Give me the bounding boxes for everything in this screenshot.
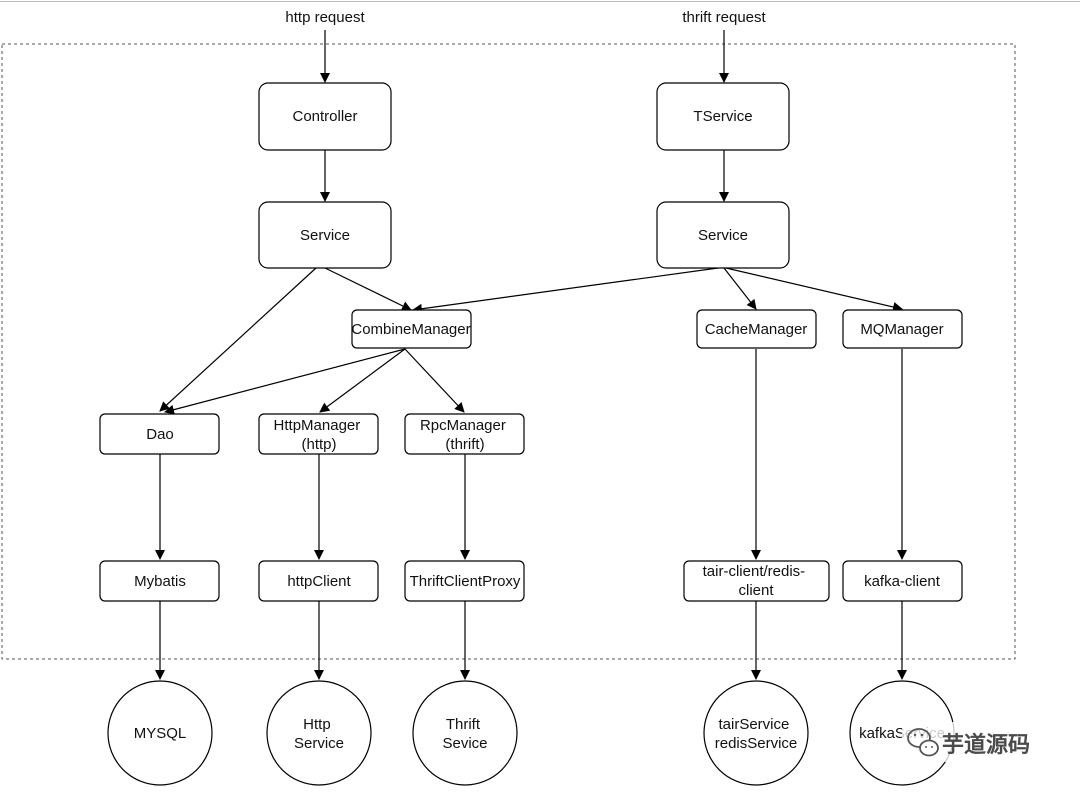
thrift-client-proxy-label: ThriftClientProxy <box>410 573 521 590</box>
thrift-service-circle <box>412 680 518 786</box>
controller-label: Controller <box>292 108 357 125</box>
service-right-box <box>656 201 790 269</box>
edges <box>155 30 907 680</box>
edge-combine-to-http-manager <box>319 348 406 413</box>
mq-manager-label: MQManager <box>860 321 943 338</box>
controller-box <box>258 82 392 151</box>
http-request-label: http request <box>285 9 365 26</box>
http-service-label: Http Service <box>294 716 344 752</box>
watermark: 芋道源码 <box>902 722 1052 762</box>
process-nodes <box>99 82 963 602</box>
http-manager-box <box>258 413 379 455</box>
cache-manager-label: CacheManager <box>705 321 808 338</box>
service-right-label: Service <box>698 227 748 244</box>
tair-client-box <box>683 560 830 602</box>
rpc-manager-label: RpcManager (thrift) <box>420 417 510 453</box>
http-client-box <box>258 560 379 602</box>
combine-manager-label: CombineManager <box>351 321 470 338</box>
mybatis-box <box>99 560 220 602</box>
wechat-icon <box>907 728 939 757</box>
edge-tservice-service-to-combine <box>412 267 719 314</box>
mysql-circle <box>107 680 213 786</box>
thrift-request-label: thrift request <box>682 9 766 26</box>
edge-tservice-service-to-cache <box>723 267 757 310</box>
service-left-box <box>258 201 392 269</box>
http-client-label: httpClient <box>287 573 351 590</box>
watermark-backdrop <box>902 722 1052 762</box>
thrift-service-label: Thrift Sevice <box>442 716 487 752</box>
tair-client-label: tair-client/redis- client <box>703 563 810 599</box>
mybatis-label: Mybatis <box>134 573 186 590</box>
tair-service-circle <box>703 680 809 786</box>
tair-service-label: tairService redisService <box>715 716 798 752</box>
multiline-labels: HttpManager (http) RpcManager (thrift) t… <box>274 417 810 599</box>
service-left-label: Service <box>300 227 350 244</box>
watermark-text: 芋道源码 <box>942 732 1030 758</box>
datastore-nodes <box>107 680 955 786</box>
application-boundary <box>1 43 1016 660</box>
edge-combine-to-dao <box>164 348 406 415</box>
thrift-client-proxy-box <box>404 560 525 602</box>
edge-combine-to-rpc-manager <box>404 348 465 413</box>
edge-service-to-dao <box>159 267 317 412</box>
combine-manager-box <box>351 309 472 349</box>
edge-tservice-service-to-mq <box>725 267 903 312</box>
cache-manager-box <box>696 309 817 349</box>
dao-box <box>99 413 220 455</box>
dao-label: Dao <box>146 426 174 443</box>
mysql-label: MYSQL <box>134 725 187 742</box>
rpc-manager-box <box>404 413 525 455</box>
datastore-labels: MYSQL Http Service Thrift Sevice tairSer… <box>134 716 945 752</box>
mq-manager-box <box>842 309 963 349</box>
kafka-client-label: kafka-client <box>864 573 941 590</box>
tservice-label: TService <box>693 108 752 125</box>
edge-service-to-combine <box>324 267 412 311</box>
kafka-client-box <box>842 560 963 602</box>
tservice-box <box>656 82 790 151</box>
http-manager-label: HttpManager (http) <box>274 417 365 453</box>
http-service-circle <box>266 680 372 786</box>
node-labels: Controller TService Service Service Comb… <box>134 108 944 590</box>
